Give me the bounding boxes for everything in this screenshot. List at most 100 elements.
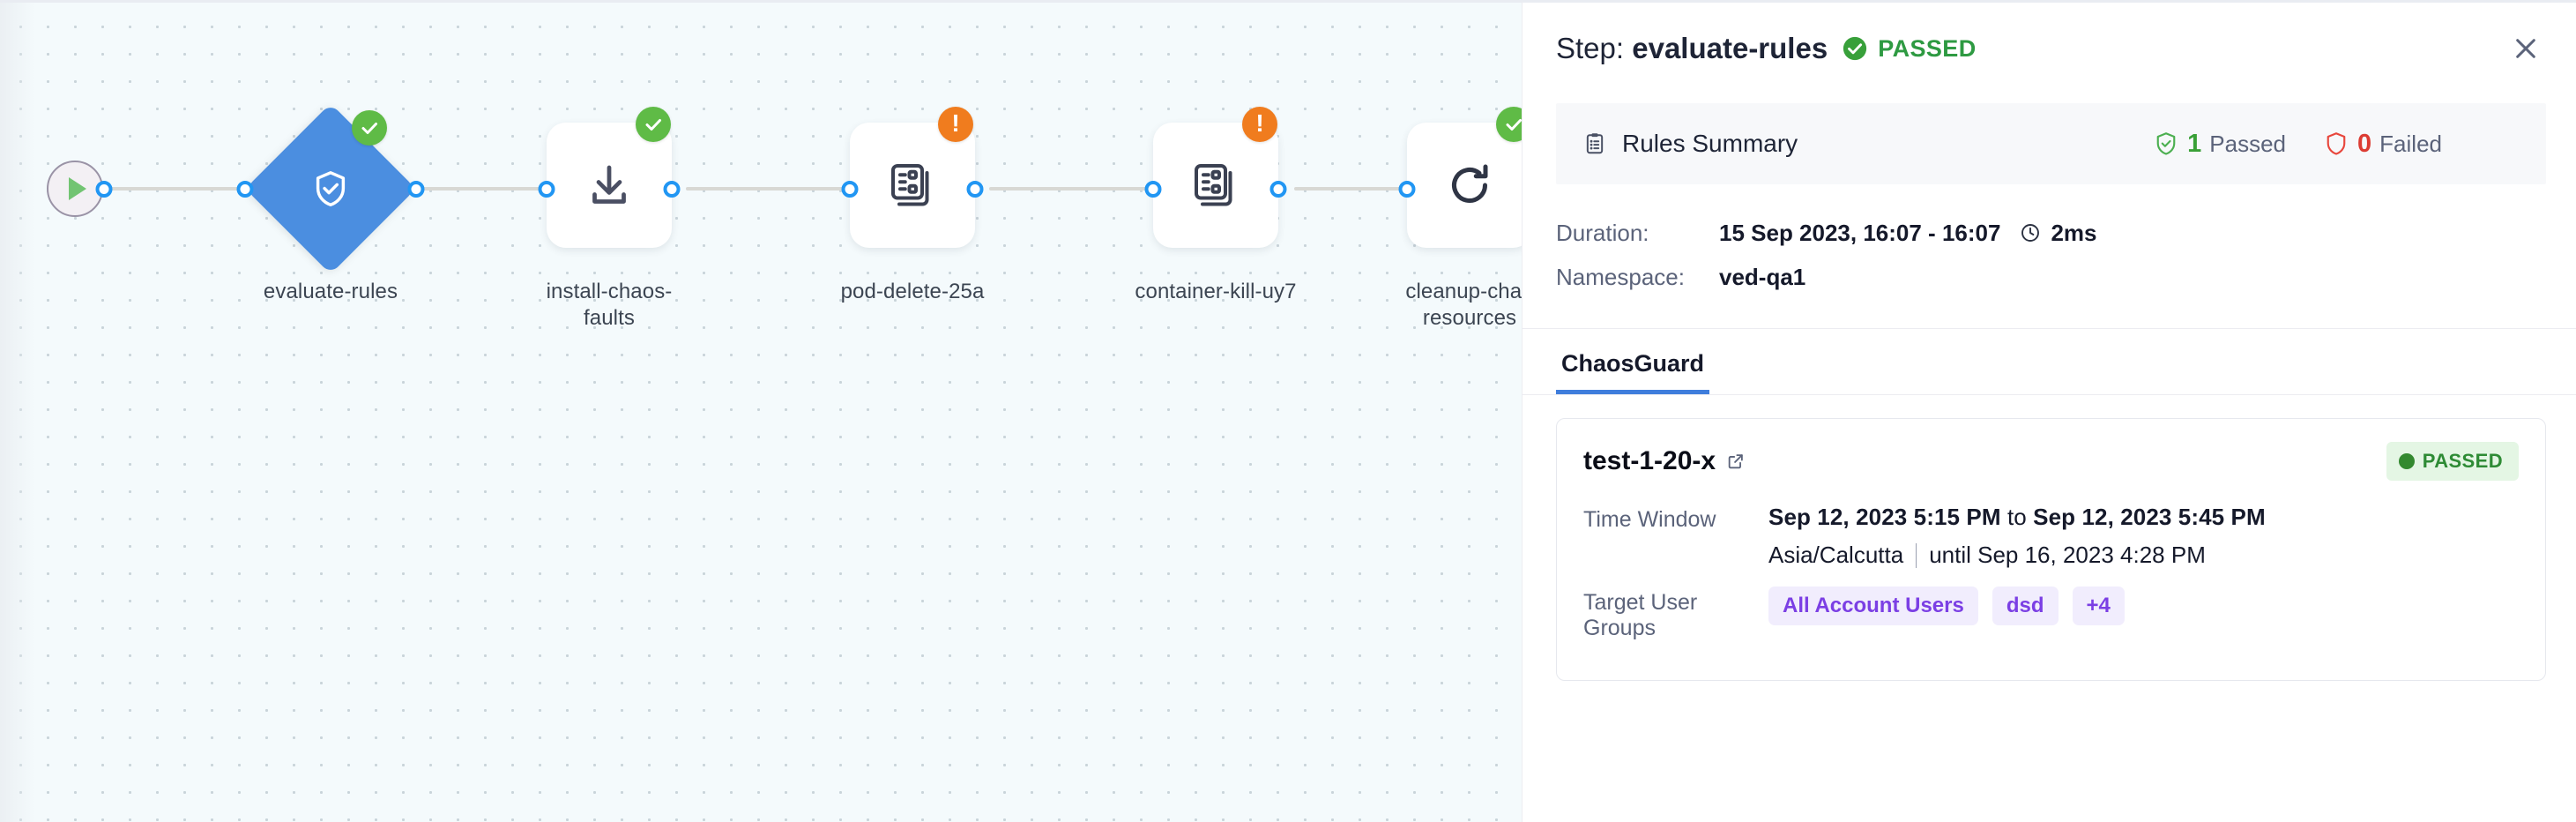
node-label-line2: faults xyxy=(584,306,635,331)
node-label-install-chaos-faults: install-chaos- faults xyxy=(499,279,719,333)
title-step-name: evaluate-rules xyxy=(1632,32,1828,64)
node-label-pod-delete-25a: pod-delete-25a xyxy=(840,280,985,303)
port-poddelete-out[interactable] xyxy=(966,181,984,198)
chaos-experiment-icon xyxy=(1195,164,1232,206)
refresh-icon xyxy=(1452,164,1488,203)
chaosguard-rule-card: test-1-20-x PASSED Time Window xyxy=(1556,418,2546,681)
node-label-line1: cleanup-chao xyxy=(1405,280,1522,303)
rule-status-text: PASSED xyxy=(2422,450,2503,472)
time-window-subline: Asia/Calcutta until Sep 16, 2023 4:28 PM xyxy=(1768,542,2266,569)
time-window-range: Sep 12, 2023 5:15 PM to Sep 12, 2023 5:4… xyxy=(1768,504,2266,531)
time-window-start: Sep 12, 2023 5:15 PM xyxy=(1768,504,2001,530)
chaosguard-card-header: test-1-20-x PASSED xyxy=(1583,442,2519,481)
clipboard-icon xyxy=(1586,133,1604,154)
meta-key-namespace: Namespace: xyxy=(1556,263,1685,290)
time-window-end: Sep 12, 2023 5:45 PM xyxy=(2033,504,2266,530)
port-containerkill-in[interactable] xyxy=(1144,181,1162,198)
tab-chaosguard[interactable]: ChaosGuard xyxy=(1556,350,1710,394)
rules-failed-count: 0 xyxy=(2357,129,2372,158)
status-badge-success xyxy=(636,107,671,142)
title-prefix: Step: xyxy=(1556,32,1625,64)
download-icon xyxy=(592,165,626,204)
play-icon xyxy=(69,177,86,200)
panel-header: Step: evaluate-rules PASSED xyxy=(1523,3,2576,94)
node-label-cleanup-chaos-resources: cleanup-chao resources xyxy=(1359,279,1522,333)
status-badge-success xyxy=(1496,107,1522,142)
pipeline-canvas[interactable]: evaluate-rules install-chaos- faults xyxy=(0,0,1522,822)
node-label-line2: resources xyxy=(1422,306,1517,331)
close-icon xyxy=(2516,39,2535,58)
check-circle-icon xyxy=(1843,36,1867,61)
meta-row-duration: Duration: 15 Sep 2023, 16:07 - 16:07 2ms xyxy=(1556,211,2542,255)
chaosguard-card-rows: Time Window Sep 12, 2023 5:15 PM to Sep … xyxy=(1583,504,2519,641)
exclamation-icon: ! xyxy=(1255,109,1264,137)
meta-key-duration: Duration: xyxy=(1556,219,1649,246)
panel-tabs: ChaosGuard xyxy=(1523,328,2576,395)
row-value-time-window: Sep 12, 2023 5:15 PM to Sep 12, 2023 5:4… xyxy=(1768,504,2266,569)
status-badge-warning: ! xyxy=(1242,107,1277,142)
canvas-left-fade xyxy=(0,3,35,822)
port-containerkill-out[interactable] xyxy=(1269,181,1287,198)
chip-user-group[interactable]: dsd xyxy=(1992,587,2059,625)
meta-row-namespace: Namespace: ved-qa1 xyxy=(1556,255,2542,299)
port-start-out[interactable] xyxy=(95,181,113,198)
rule-status-badge: PASSED xyxy=(2386,442,2519,481)
port-install-in[interactable] xyxy=(538,181,555,198)
check-icon xyxy=(645,119,661,131)
connector-evaluate-to-install xyxy=(406,187,564,191)
rules-passed-label: Passed xyxy=(2209,130,2287,157)
connector-install-to-poddelete xyxy=(686,187,845,191)
status-dot-icon xyxy=(2398,453,2415,469)
duration-range: 15 Sep 2023, 16:07 - 16:07 xyxy=(1719,219,2001,246)
meta-value-duration: 15 Sep 2023, 16:07 - 16:07 2ms xyxy=(1719,220,2097,247)
close-button[interactable] xyxy=(2505,28,2546,69)
duration-elapsed: 2ms xyxy=(2051,219,2097,246)
rules-summary-bar: Rules Summary 1 Passed 0 Failed xyxy=(1556,103,2546,184)
port-evaluate-out[interactable] xyxy=(407,181,425,198)
shield-check-icon xyxy=(316,171,346,206)
node-container-kill-uy7[interactable] xyxy=(1153,123,1278,248)
chaosguard-rule-name: test-1-20-x xyxy=(1583,446,1746,476)
status-badge: PASSED xyxy=(1878,34,1977,62)
node-label-evaluate-rules: evaluate-rules xyxy=(263,280,398,303)
pipeline-start-node[interactable] xyxy=(47,161,103,217)
node-label-container-kill-uy7: container-kill-uy7 xyxy=(1135,280,1297,303)
chaos-experiment-icon xyxy=(891,164,929,206)
node-cleanup-chaos-resources[interactable] xyxy=(1407,123,1522,248)
time-window-joiner: to xyxy=(2006,504,2027,530)
shield-icon xyxy=(2327,132,2346,155)
row-time-window: Time Window Sep 12, 2023 5:15 PM to Sep … xyxy=(1583,504,2519,569)
external-link-icon[interactable] xyxy=(1726,452,1746,471)
node-pod-delete-25a[interactable] xyxy=(850,123,975,248)
exclamation-icon: ! xyxy=(951,109,960,137)
status-badge-success xyxy=(352,110,387,146)
rule-name-text: test-1-20-x xyxy=(1583,446,1716,475)
clock-icon xyxy=(2021,224,2040,242)
port-poddelete-in[interactable] xyxy=(841,181,859,198)
check-icon xyxy=(361,123,377,134)
rules-failed-label: Failed xyxy=(2379,130,2442,157)
port-cleanup-in[interactable] xyxy=(1398,181,1416,198)
port-install-out[interactable] xyxy=(663,181,681,198)
shield-check-icon xyxy=(2156,132,2176,155)
step-meta: Duration: 15 Sep 2023, 16:07 - 16:07 2ms… xyxy=(1556,211,2542,299)
row-target-user-groups: Target User Groups All Account Users dsd… xyxy=(1583,587,2519,641)
node-evaluate-rules[interactable] xyxy=(245,103,416,274)
rules-passed-stat: 1 Passed xyxy=(2153,130,2286,159)
row-key-target-user-groups: Target User Groups xyxy=(1583,590,1698,640)
node-label-line1: install-chaos- xyxy=(546,280,673,303)
connector-containerkill-to-cleanup xyxy=(1294,187,1435,191)
chip-user-group[interactable]: All Account Users xyxy=(1768,587,1978,625)
user-group-chips: All Account Users dsd +4 xyxy=(1768,587,2125,625)
time-window-until: until Sep 16, 2023 4:28 PM xyxy=(1929,542,2206,568)
divider xyxy=(1916,542,1917,568)
check-icon xyxy=(1506,119,1522,131)
page-title: Step: evaluate-rules xyxy=(1556,32,1828,65)
chip-user-group-overflow[interactable]: +4 xyxy=(2072,587,2125,625)
rules-failed-stat: 0 Failed xyxy=(2323,130,2442,159)
rules-summary-title: Rules Summary xyxy=(1622,130,1798,157)
node-install-chaos-faults[interactable] xyxy=(547,123,672,248)
connector-poddelete-to-containerkill xyxy=(989,187,1148,191)
port-evaluate-in[interactable] xyxy=(236,181,254,198)
